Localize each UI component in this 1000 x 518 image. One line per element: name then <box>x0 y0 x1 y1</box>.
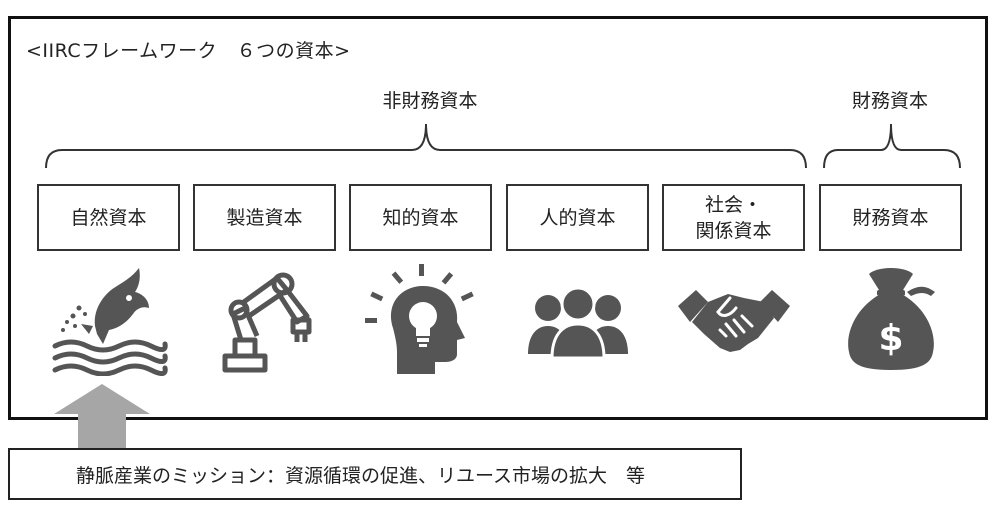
svg-text:$: $ <box>878 318 903 359</box>
mission-text: 静脈産業のミッション：資源循環の促進、リユース市場の拡大 等 <box>76 464 646 487</box>
framework-title: <IIRCフレームワーク ６つの資本> <box>26 40 351 62</box>
icon-cell-social <box>662 264 805 376</box>
handshake-icon <box>677 290 790 352</box>
financial-group-label: 財務資本 <box>851 90 928 112</box>
non-financial-group-label: 非財務資本 <box>382 90 478 112</box>
capital-label-intellectual: 知的資本 <box>382 206 459 229</box>
capital-label-manufactured: 製造資本 <box>226 206 303 229</box>
financial-brace <box>823 123 961 169</box>
money-bag-icon: $ <box>847 268 935 370</box>
robot-arm-icon <box>222 272 311 373</box>
capital-label-human: 人的資本 <box>539 206 616 229</box>
icon-cell-financial: $ <box>819 264 962 376</box>
capital-box-natural: 自然資本 <box>37 184 180 251</box>
capital-label-social-line1: 社会・ <box>704 193 762 216</box>
non-financial-brace <box>45 123 807 169</box>
capital-box-financial: 財務資本 <box>819 184 962 251</box>
capital-label-natural: 自然資本 <box>70 206 147 229</box>
icon-cell-natural <box>37 264 180 376</box>
up-arrow <box>54 384 150 450</box>
capital-box-manufactured: 製造資本 <box>193 184 336 251</box>
capital-box-social: 社会・ 関係資本 <box>662 184 805 251</box>
capital-box-intellectual: 知的資本 <box>349 184 492 251</box>
capital-box-human: 人的資本 <box>506 184 649 251</box>
mission-box: 静脈産業のミッション：資源循環の促進、リユース市場の拡大 等 <box>8 448 742 500</box>
icon-cell-manufactured <box>193 264 336 376</box>
lightbulb-head-icon <box>364 264 474 374</box>
capital-label-financial: 財務資本 <box>852 206 929 229</box>
icon-cell-intellectual <box>349 264 492 376</box>
icon-cell-human <box>506 264 649 376</box>
fish-water-icon <box>52 268 168 376</box>
people-icon <box>527 286 628 360</box>
capital-label-social-line2: 関係資本 <box>695 219 772 242</box>
